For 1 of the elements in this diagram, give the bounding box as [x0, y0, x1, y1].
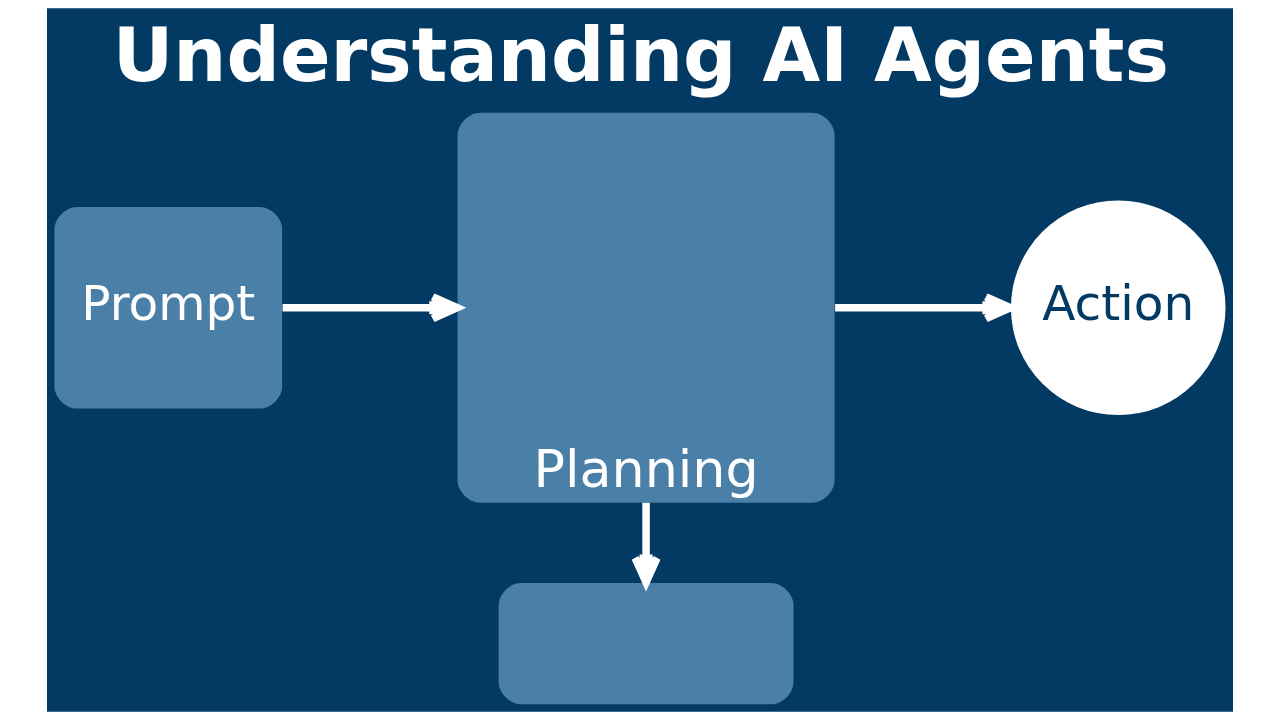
- diagram-title: Understanding AI Agents: [112, 12, 1169, 99]
